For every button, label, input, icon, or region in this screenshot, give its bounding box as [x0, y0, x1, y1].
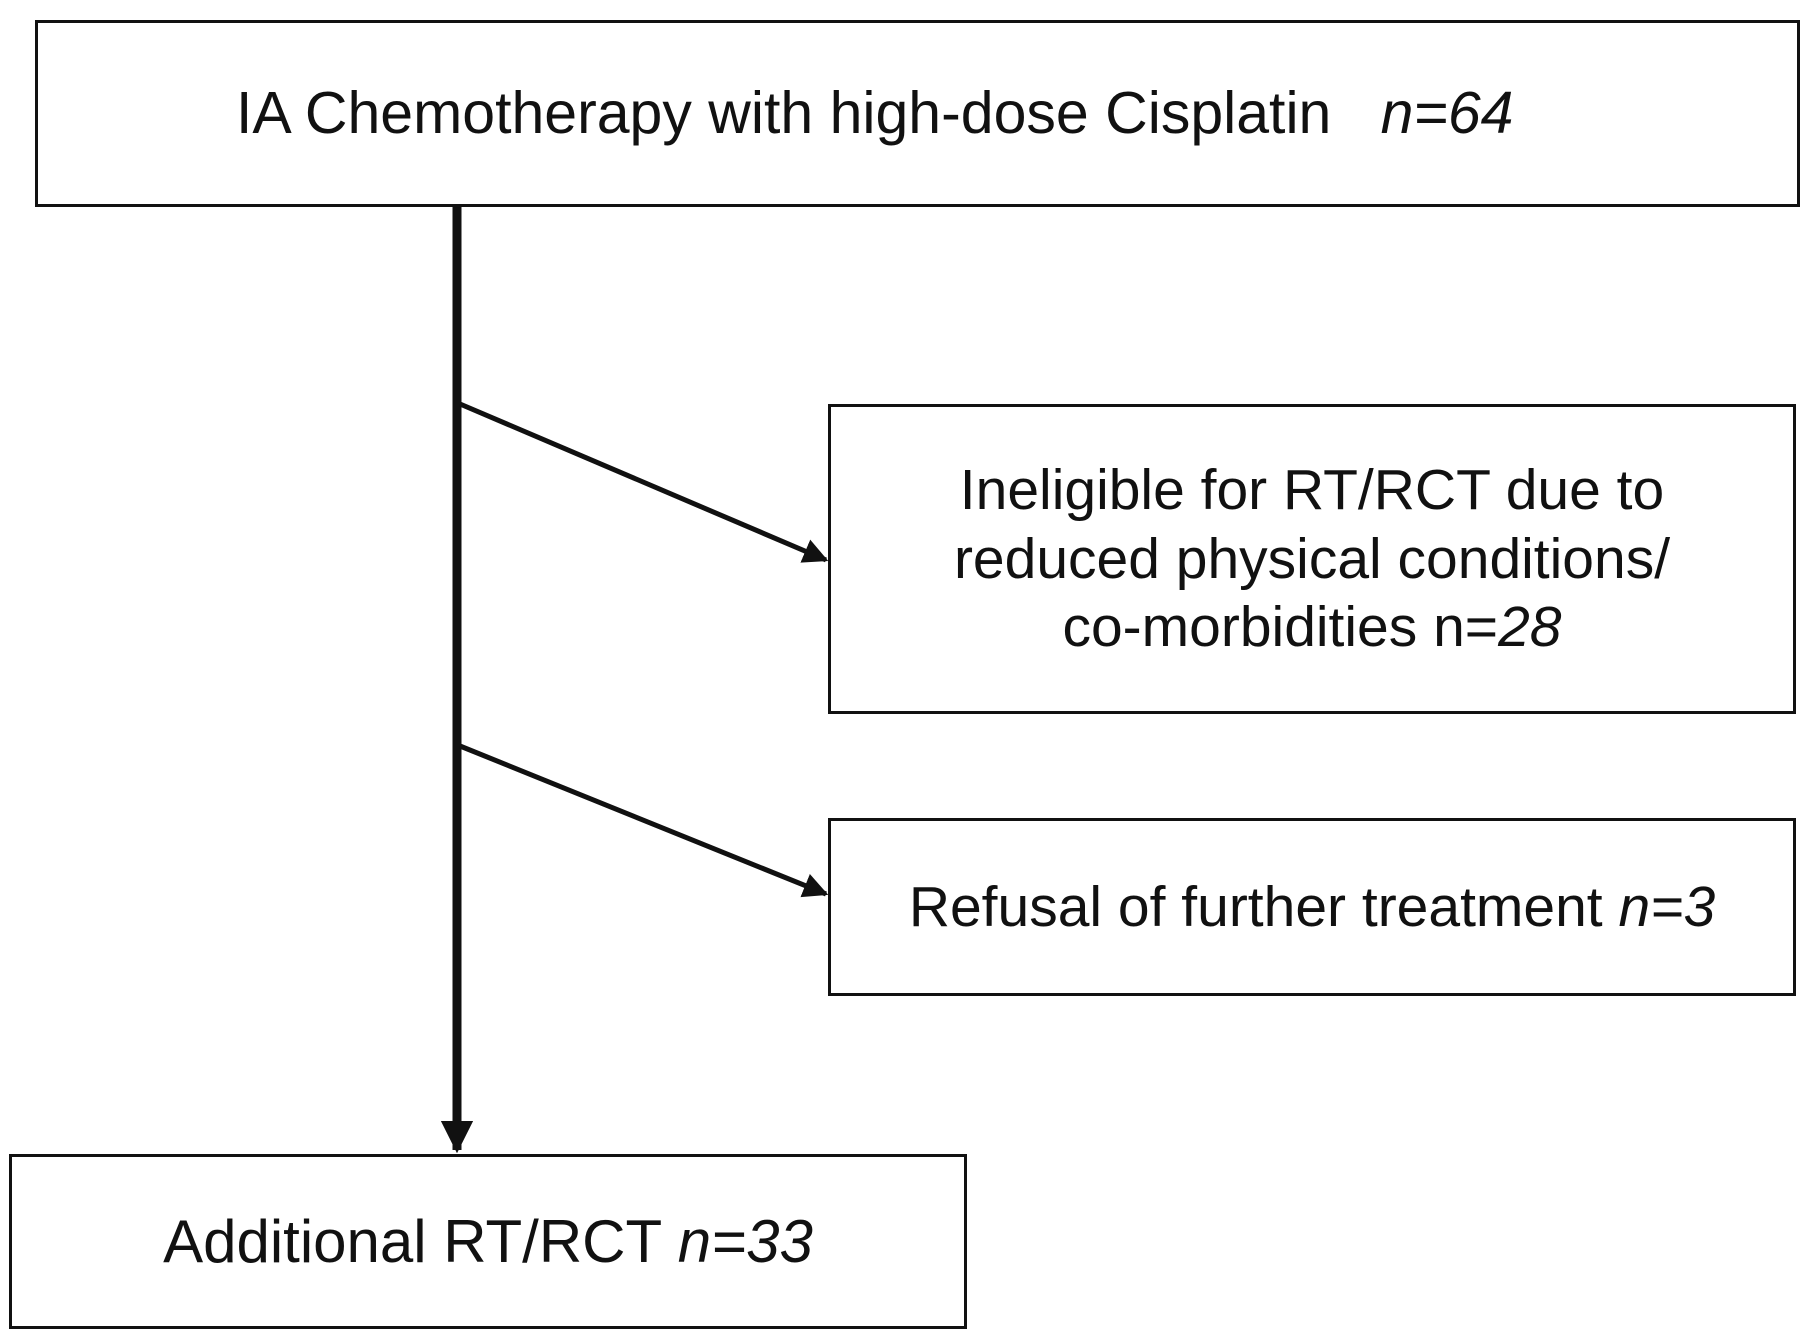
refusal-count: n=3	[1618, 874, 1716, 939]
additional-label: Additional RT/RCT n=33	[163, 1206, 813, 1278]
branch-arrow-ineligible	[459, 401, 829, 563]
ineligible-count: 28	[1498, 595, 1562, 660]
ineligible-line-1: Ineligible for RT/RCT due to	[959, 458, 1665, 523]
ineligible-label: Ineligible for RT/RCT due to reduced phy…	[954, 456, 1670, 661]
additional-text: Additional RT/RCT	[163, 1207, 662, 1275]
ineligible-line-3: co-morbidities n=	[1062, 595, 1499, 660]
chemotherapy-box: IA Chemotherapy with high-dose Cisplatin…	[35, 20, 1800, 207]
branch-arrow-refusal	[459, 743, 829, 898]
chemotherapy-text: IA Chemotherapy with high-dose Cisplatin	[236, 80, 1332, 147]
additional-treatment-box: Additional RT/RCT n=33	[9, 1154, 967, 1329]
chemotherapy-label: IA Chemotherapy with high-dose Cisplatin…	[236, 78, 1513, 149]
ineligible-box: Ineligible for RT/RCT due to reduced phy…	[828, 404, 1796, 714]
ineligible-line-2: reduced physical conditions/	[953, 526, 1671, 591]
additional-count: n=33	[677, 1207, 813, 1275]
refusal-box: Refusal of further treatment n=3	[828, 818, 1796, 996]
refusal-label: Refusal of further treatment n=3	[909, 873, 1715, 941]
chemotherapy-count: n=64	[1380, 80, 1514, 147]
refusal-text: Refusal of further treatment	[908, 874, 1603, 939]
